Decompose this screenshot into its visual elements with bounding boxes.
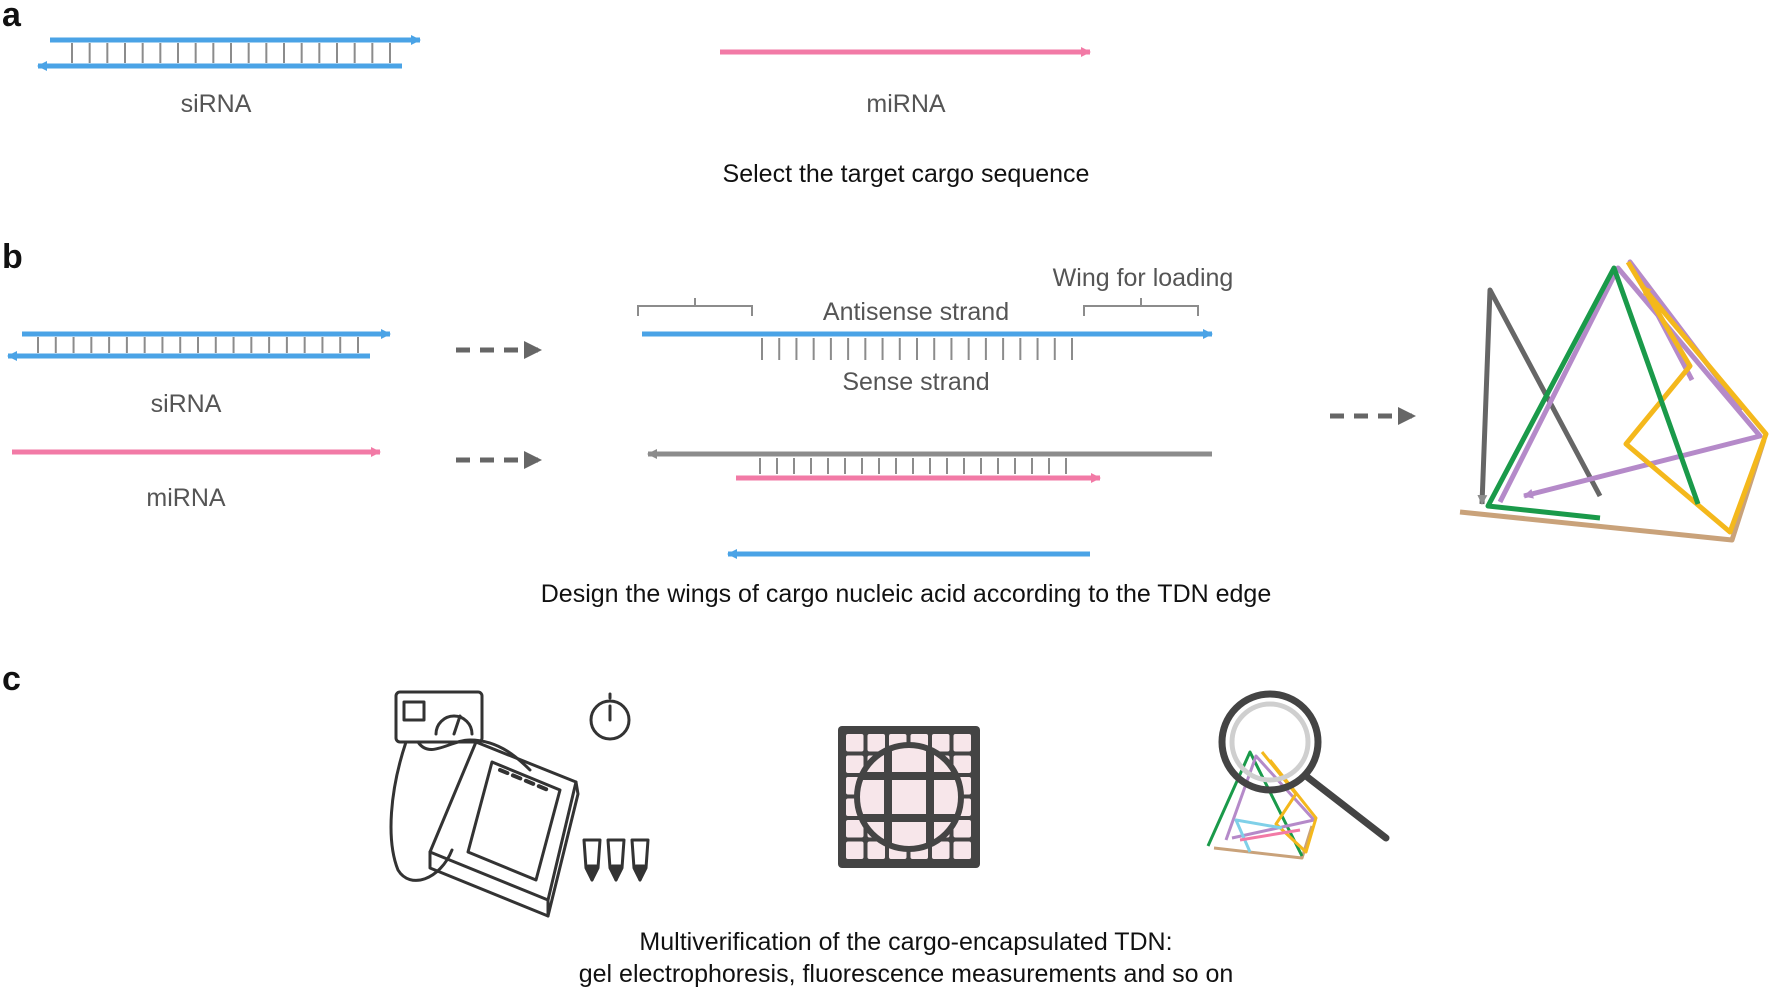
gel-electrophoresis-icon [389,690,650,918]
panel-c: c [2,660,1390,988]
panel-b-sirna-base-pairs [37,337,359,353]
panel-c-caption-line2: gel electrophoresis, fluorescence measur… [579,960,1234,988]
wing-bracket-left [637,298,753,316]
panel-c-caption-line1: Multiverification of the cargo-encapsula… [639,928,1172,956]
tdn-edge-purple [1497,265,1763,504]
panel-a-letter: a [2,0,22,34]
mini-tdn-pink [1239,828,1301,842]
gel-slab [466,760,562,882]
grid-cell [846,755,864,773]
panel-b-letter: b [2,238,23,276]
grid-cell [846,820,864,838]
panel-a: a siRNA miRNA Select the target cargo se… [2,0,1091,188]
power-cable-left [389,740,454,882]
grid-cell [846,734,864,752]
panel-b-caption: Design the wings of cargo nucleic acid a… [541,580,1272,608]
wing-for-loading-label: Wing for loading [1053,264,1234,292]
wing-bracket-right [1083,298,1199,316]
mini-tdn-cyan [1234,818,1283,853]
meter-needle [452,714,462,736]
gel-wells [498,768,550,792]
gel-tank-front [428,850,550,918]
panel-a-caption: Select the target cargo sequence [723,160,1090,188]
panel-b: b siRNA miRNA Wing for loading Antisense… [2,238,1769,608]
timer-icon [589,699,631,741]
panel-c-letter: c [2,660,21,698]
sample-tubes-icon [582,838,650,882]
sense-strand-label: Sense strand [842,368,989,396]
panel-b-sirna-label: siRNA [151,390,222,418]
panel-a-sirna-label: siRNA [181,90,252,118]
grid-cell [953,841,971,859]
tdn-edge-yellow [1623,260,1769,535]
grid-cell [846,841,864,859]
power-supply-meter [434,714,474,736]
tdn-tetrahedron [1459,259,1769,543]
grid-cell [932,734,950,752]
tdn-edge-green [1485,265,1701,521]
panel-a-sirna-duplex [37,35,421,71]
power-supply-icon [394,690,484,744]
sense-strand-rungs [761,338,1073,360]
grid-cell [867,841,885,859]
grid-cell [932,841,950,859]
grid-cell [953,734,971,752]
grid-cell [953,755,971,773]
mirna-base-pairs [759,458,1067,474]
panel-a-mirna-label: miRNA [866,90,945,118]
power-supply-dial [402,700,426,722]
magnifier-handle [1302,772,1390,842]
magnifier-tdn-icon [1206,690,1390,860]
tdn-edge-gray [1477,287,1603,505]
sirna-base-pairs [71,43,391,63]
magnifier-lens [1218,690,1322,794]
magnifier-lens-inner [1229,701,1311,783]
microscope-grid-icon [838,726,980,868]
panel-b-mirna-label: miRNA [146,484,225,512]
grid-viewing-circle [854,742,964,852]
panel-b-sirna-duplex [7,329,391,361]
grid-cell [953,820,971,838]
gel-tank-side [546,780,580,918]
grid-cell [867,734,885,752]
mini-tdn-green [1206,750,1304,857]
mini-tdn-tan [1213,825,1314,860]
antisense-strand-label: Antisense strand [823,298,1009,326]
